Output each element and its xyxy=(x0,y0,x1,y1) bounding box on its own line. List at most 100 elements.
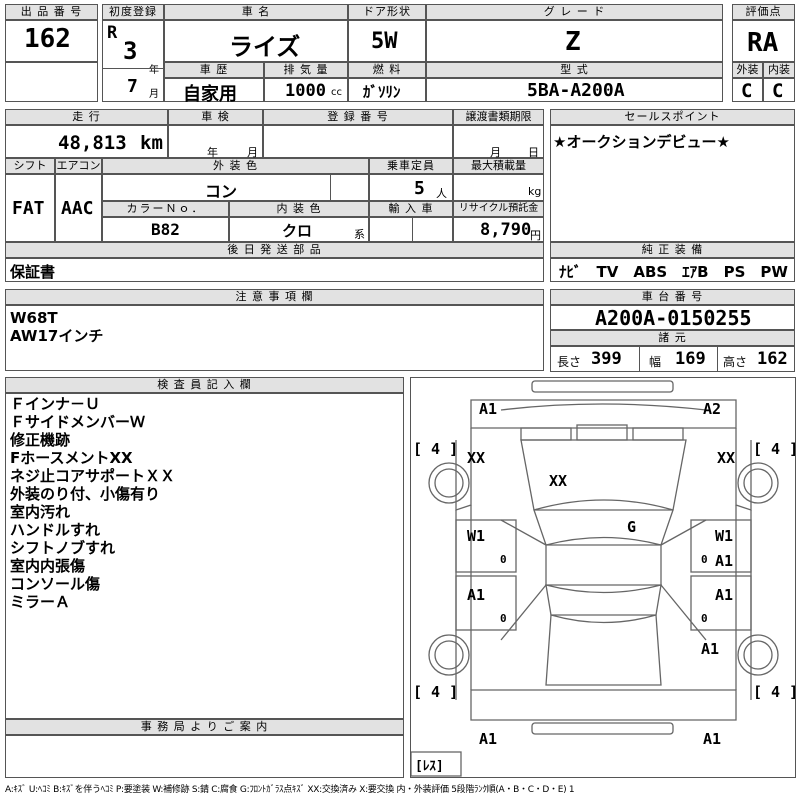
score-box: RA xyxy=(732,20,795,62)
inspector-note: Ｆインナ－Ｕ xyxy=(10,395,101,413)
exterior-header: 外装 xyxy=(732,62,763,78)
color-number-header: カラーＮｏ． xyxy=(102,201,229,217)
max-load-box: kg xyxy=(453,174,544,201)
fuel-header: 燃 料 xyxy=(348,62,426,78)
wheel-rear-right-inner xyxy=(743,640,773,670)
fender-left xyxy=(455,428,472,511)
inspector-note: FホースメントXX xyxy=(10,449,133,467)
interior-box: C xyxy=(763,78,795,102)
wheel-front-right-inner xyxy=(743,468,773,498)
headlight-right xyxy=(632,427,684,441)
lot-number-header: 出 品 番 号 xyxy=(5,4,98,20)
width-label: 幅 xyxy=(649,355,662,369)
exterior-color: コン xyxy=(205,182,238,201)
max-load-unit: kg xyxy=(528,185,542,198)
fuel-type: ｶﾞｿﾘﾝ xyxy=(363,83,401,101)
divider xyxy=(330,175,331,200)
era-label: R xyxy=(107,23,118,43)
diag-door-rr-zero: 0 xyxy=(701,612,708,625)
exterior-color-box: コン xyxy=(102,174,369,201)
rear-bumper xyxy=(531,722,674,735)
fender-right xyxy=(735,428,752,511)
diag-spare: [ﾚｽ] xyxy=(415,759,444,774)
rear-frame xyxy=(470,689,737,721)
wheel-rear-right xyxy=(737,634,779,676)
chassis-number: A200A-0150255 xyxy=(595,306,752,330)
side-right xyxy=(660,505,752,700)
divider xyxy=(412,218,413,241)
diag-tire-fr: [ 4 ] xyxy=(753,440,795,458)
score-header: 評価点 xyxy=(732,4,795,20)
length-label: 長さ xyxy=(557,355,582,369)
grade: Z xyxy=(565,27,581,57)
transfer-month-unit: 月 xyxy=(490,146,501,159)
headlight-left xyxy=(520,427,572,441)
aircon-type: AAC xyxy=(61,198,94,219)
genuine-equipment-box: ﾅﾋﾞ TV ABS ｴｱB PS PW xyxy=(550,258,795,282)
inspector-note: ミラーＡ xyxy=(10,593,71,611)
diag-roof: G xyxy=(627,518,636,536)
diag-front-right: A2 xyxy=(703,400,721,418)
inspector-note: ネジ止コアサポートＸＸ xyxy=(10,467,176,485)
displacement-header: 排 気 量 xyxy=(264,62,348,78)
diag-door-rl-zero: 0 xyxy=(500,612,507,625)
note-line: W68T xyxy=(10,309,58,327)
door-front-left xyxy=(455,519,517,573)
interior-header: 内装 xyxy=(763,62,795,78)
sales-point-box: ★オークションデビュー★ xyxy=(550,125,795,242)
inspector-note: コンソール傷 xyxy=(10,575,101,593)
length: 399 xyxy=(591,349,622,369)
spare-box xyxy=(411,751,462,777)
later-parts-box: 保証書 xyxy=(5,258,544,282)
diag-hood: XX xyxy=(549,472,567,490)
chassis-number-box: A200A-0150255 xyxy=(550,305,795,330)
recycle-fee-unit: 円 xyxy=(530,229,541,242)
displacement-unit: cc xyxy=(331,87,342,98)
door-type-box: 5W xyxy=(348,20,426,62)
registration-number-box xyxy=(263,125,453,158)
diag-door-rr: A1 xyxy=(715,586,733,604)
wheel-front-right xyxy=(737,462,779,504)
inspector-note: 外装のり付、小傷有り xyxy=(10,485,161,503)
inspection-year-unit: 年 xyxy=(207,146,218,159)
door-type-header: ドア形状 xyxy=(348,4,426,20)
shift-box: FAT xyxy=(5,174,55,242)
max-load-header: 最大積載量 xyxy=(453,158,544,174)
front-bumper-curve xyxy=(500,403,707,411)
door-rear-left xyxy=(455,575,517,631)
capacity-box: 5 人 xyxy=(369,174,453,201)
inspection-month-unit: 月 xyxy=(247,146,258,159)
note-line: AW17インチ xyxy=(10,327,104,345)
height-label: 高さ xyxy=(723,355,748,369)
diag-door-fr-zero: 0 xyxy=(701,553,708,566)
transfer-deadline-header: 譲渡書類期限 xyxy=(453,109,544,125)
notes-box: W68T AW17インチ xyxy=(5,305,544,371)
car-name-header: 車 名 xyxy=(164,4,348,20)
recycle-fee: 8,790 xyxy=(480,220,532,240)
diag-rear-left: A1 xyxy=(479,730,497,748)
diag-door-rl: A1 xyxy=(467,586,485,604)
model-header: 型 式 xyxy=(426,62,723,78)
door-front-right xyxy=(690,519,752,573)
capacity-unit: 人 xyxy=(436,187,447,200)
interior-grade: C xyxy=(772,80,784,102)
divider xyxy=(639,347,640,371)
auction-score: RA xyxy=(747,28,779,58)
diag-rear-right: A1 xyxy=(703,730,721,748)
import-box xyxy=(369,217,453,242)
inspector-note: 室内汚れ xyxy=(10,503,71,521)
diag-tire-rr: [ 4 ] xyxy=(753,683,795,701)
inspection-box: 年 月 xyxy=(168,125,263,159)
capacity: 5 xyxy=(414,178,425,199)
rear-window xyxy=(545,584,662,624)
registration-number-header: 登 録 番 号 xyxy=(263,109,453,125)
lot-number: 162 xyxy=(24,24,71,54)
first-registration-header: 初度登録 xyxy=(102,4,164,20)
divider xyxy=(717,347,718,371)
inspector-note: ハンドルすれ xyxy=(10,521,101,539)
mileage-header: 走 行 xyxy=(5,109,168,125)
history-box: 自家用 xyxy=(164,78,264,105)
sales-point-header: セールスポイント xyxy=(550,109,795,125)
aircon-header: エアコン xyxy=(55,158,102,174)
specs-header: 諸 元 xyxy=(550,330,795,346)
